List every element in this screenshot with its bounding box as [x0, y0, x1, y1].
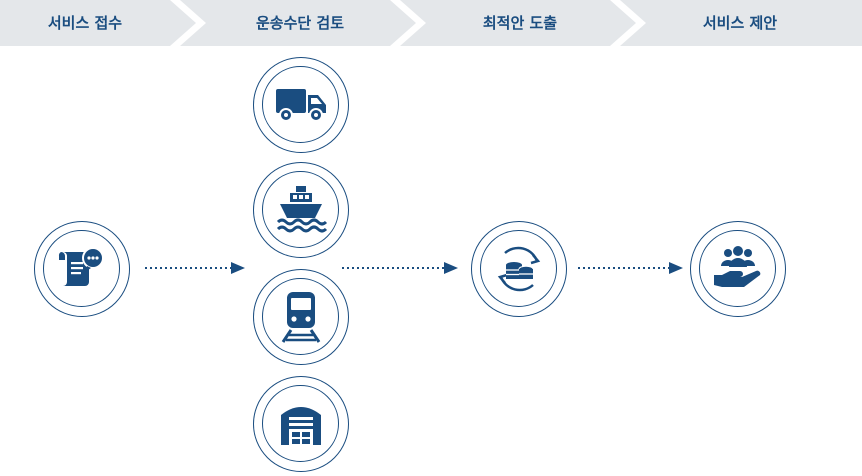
- train-icon: [262, 278, 339, 355]
- truck-icon: [262, 66, 339, 143]
- process-steps-banner: 서비스 접수 운송수단 검토 최적안 도출 서비스 제안: [0, 0, 862, 46]
- node-ship: [253, 162, 349, 258]
- chevron-shape-1: [0, 0, 196, 46]
- node-service-proposal: [690, 221, 786, 317]
- node-train: [253, 269, 349, 365]
- node-warehouse: [253, 376, 349, 472]
- flow-arrow-3: [578, 262, 683, 274]
- chevron-shape-2: [180, 0, 416, 46]
- scroll-chat-icon: [43, 230, 120, 307]
- hand-people-icon: [699, 230, 776, 307]
- step-label-intake: 서비스 접수: [47, 14, 123, 32]
- step-label-optimization: 최적안 도출: [482, 14, 558, 32]
- flow-arrow-2: [342, 262, 458, 274]
- node-optimization: [471, 221, 567, 317]
- ship-icon: [262, 171, 339, 248]
- step-label-proposal: 서비스 제안: [702, 14, 778, 32]
- coins-cycle-icon: [480, 230, 557, 307]
- flow-arrow-1: [145, 262, 245, 274]
- node-truck: [253, 57, 349, 153]
- step-label-transport-review: 운송수단 검토: [255, 14, 345, 32]
- node-service-intake: [34, 221, 130, 317]
- chevron-shape-3: [400, 0, 636, 46]
- chevron-banner-shapes: [0, 0, 862, 46]
- warehouse-icon: [262, 385, 339, 462]
- chevron-shape-4: [620, 0, 862, 46]
